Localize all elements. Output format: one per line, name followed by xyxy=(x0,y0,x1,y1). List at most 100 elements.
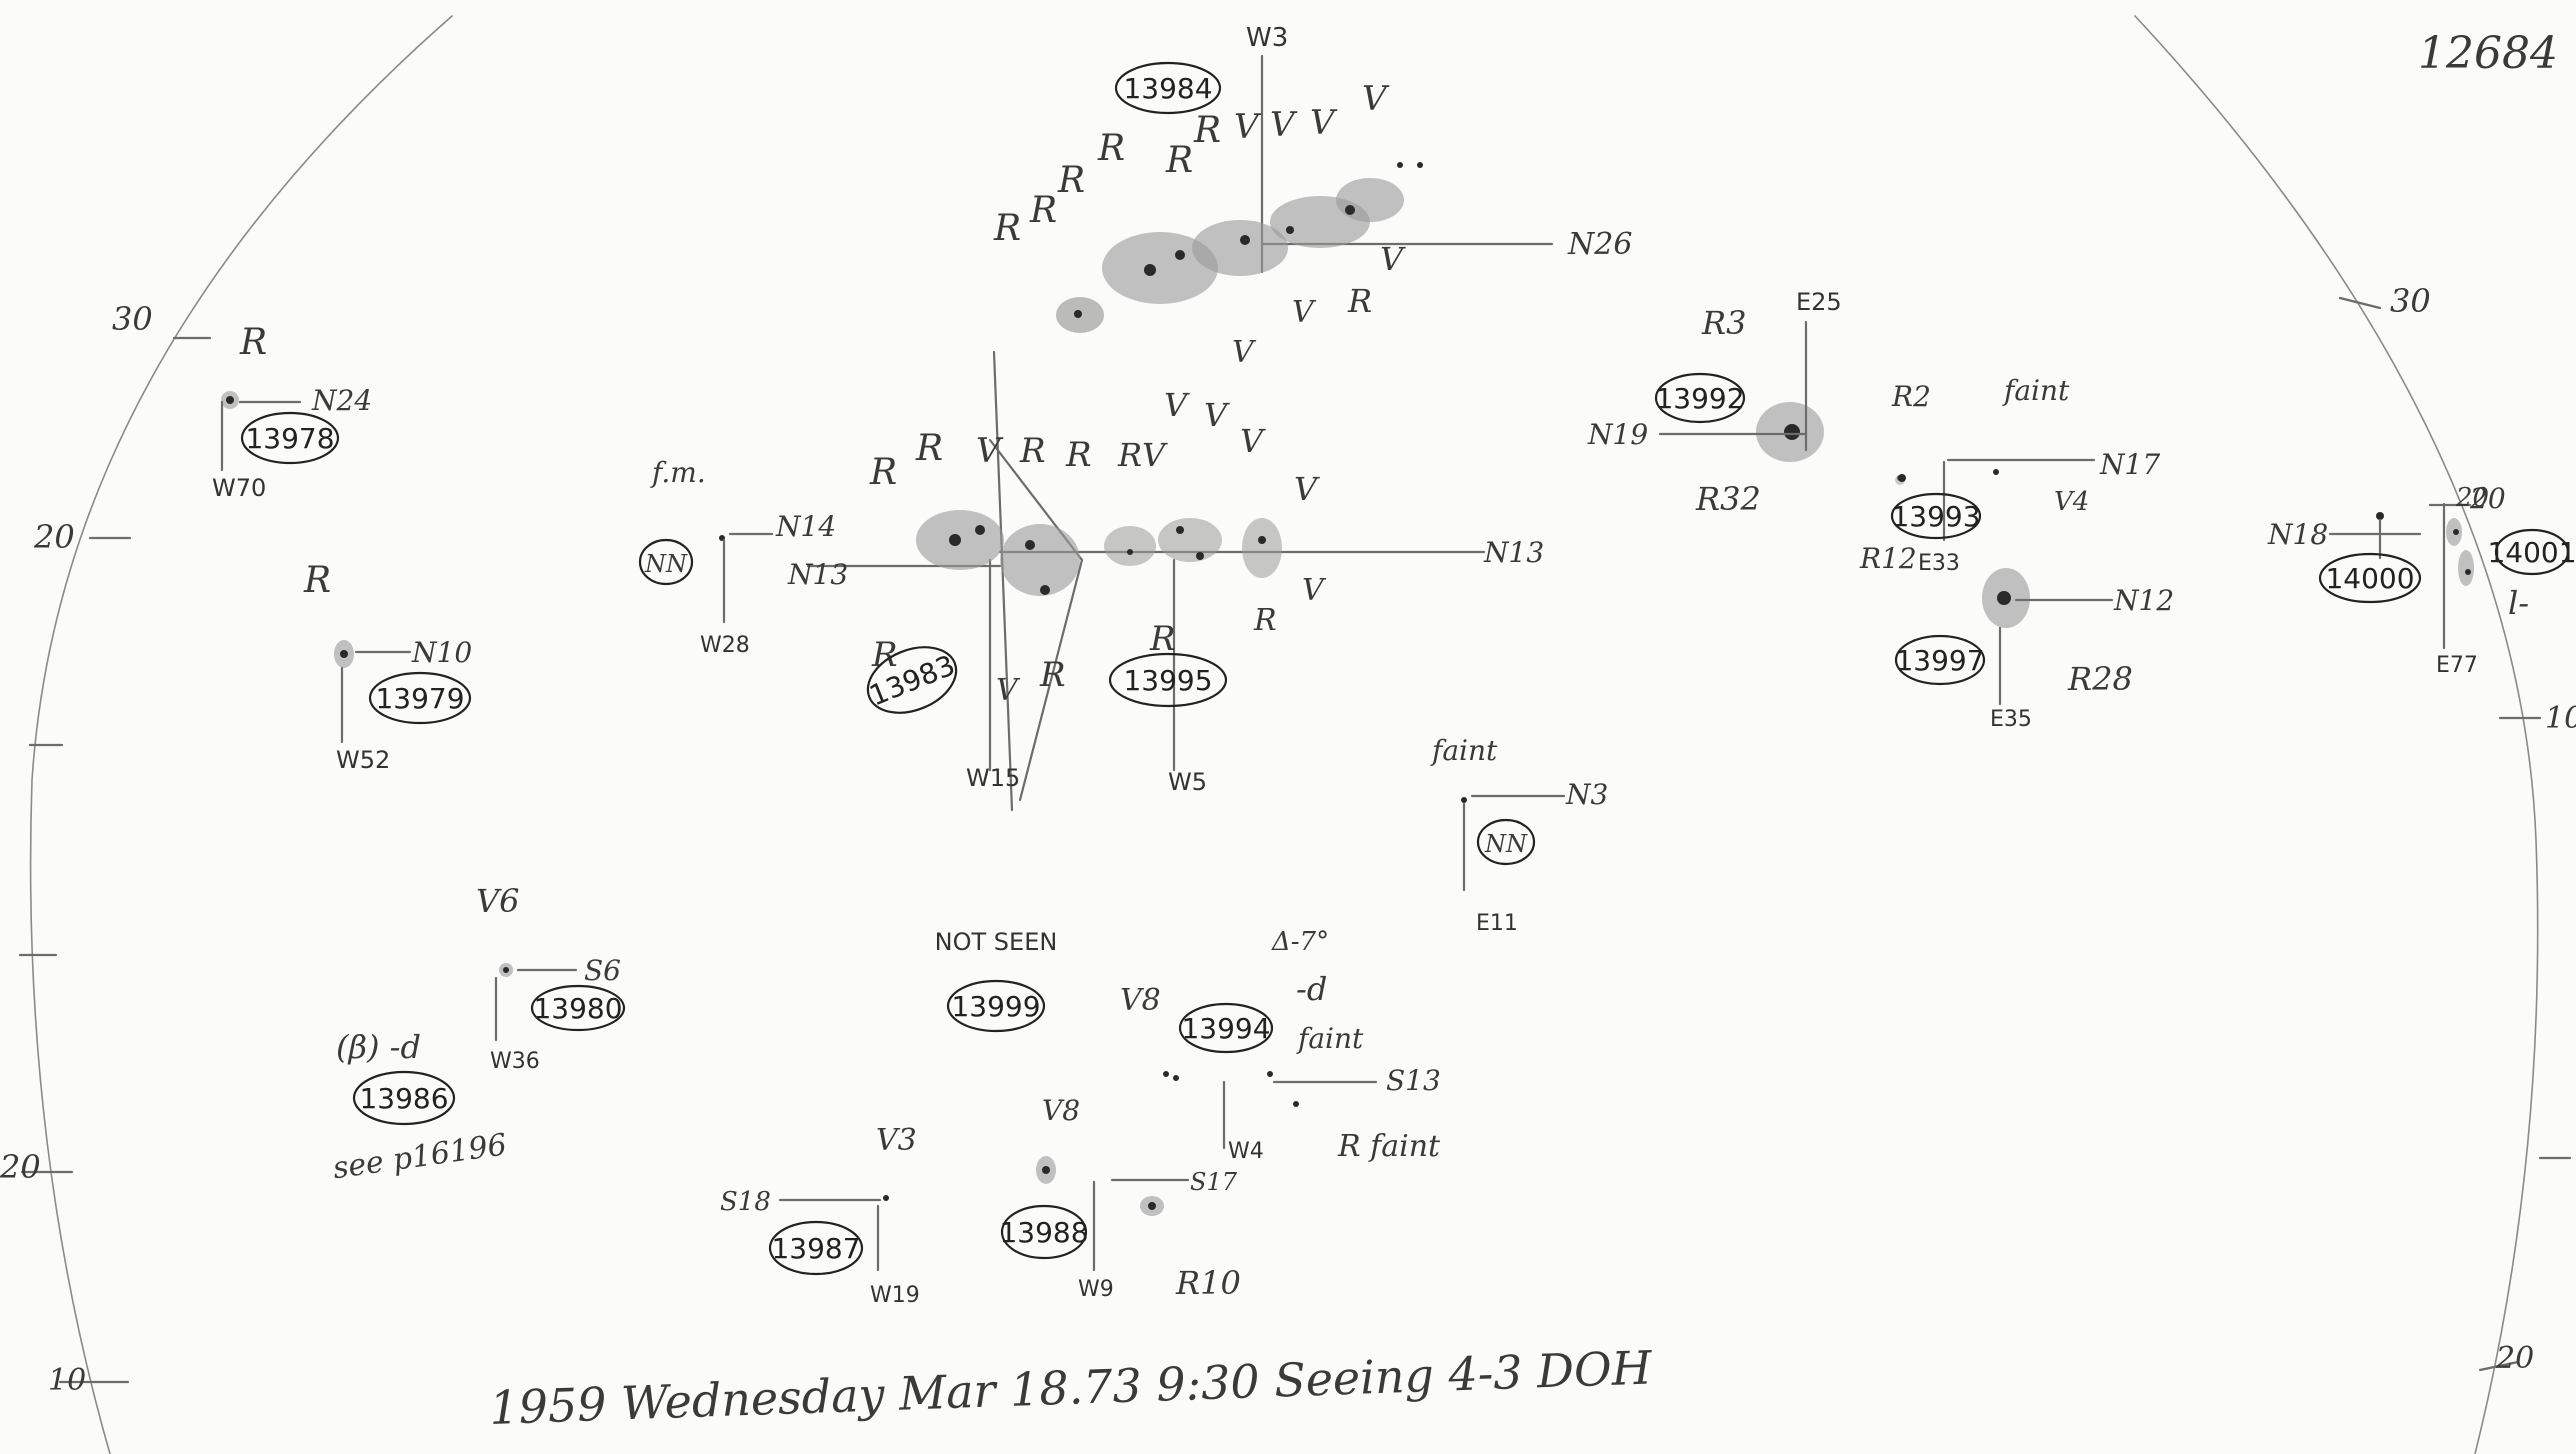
label-r32: R32 xyxy=(1695,480,1761,518)
polarity-v-10: V xyxy=(1164,386,1190,424)
label-20-14001: 20 xyxy=(2455,483,2489,513)
region-13984: W3 N26 13984 R R R R R R V V V V V R V V xyxy=(993,23,1632,370)
label-w15: W15 xyxy=(966,764,1020,792)
label-fm: f.m. xyxy=(650,456,706,489)
region-number-13994: 13994 xyxy=(1181,1012,1270,1045)
polarity-v-15: V xyxy=(996,673,1021,708)
region-oval-13984 xyxy=(1114,61,1222,115)
polarity-r-13: R xyxy=(1253,603,1277,638)
polarity-v-2: V xyxy=(1270,105,1298,145)
polarity-r-12: R xyxy=(1117,436,1142,474)
limb-ticks-left xyxy=(18,336,212,1384)
label-faint-nn: faint xyxy=(1430,734,1498,767)
region-number-14001: 14001 xyxy=(2487,536,2576,569)
label-not-seen: NOT SEEN xyxy=(935,928,1058,956)
label-n13-left: N13 xyxy=(787,558,848,591)
label-v8b: V8 xyxy=(1042,1094,1080,1127)
label-n13-right: N13 xyxy=(1483,536,1544,569)
label-r10: R10 xyxy=(1175,1264,1241,1302)
region-13978: R N24 W70 13978 xyxy=(212,322,372,502)
region-oval-14001 xyxy=(2494,528,2570,576)
label-w52: W52 xyxy=(336,746,390,774)
region-number-13986: 13986 xyxy=(359,1082,448,1115)
region-number-13992: 13992 xyxy=(1655,382,1744,415)
limb-mark-30-right: 30 xyxy=(2390,282,2431,320)
label-r3: R3 xyxy=(1701,304,1746,342)
region-nn-fm: f.m. N14 W28 NN xyxy=(638,456,836,658)
solar-limb-left xyxy=(29,15,453,1454)
label-w70: W70 xyxy=(212,474,266,502)
label-v8a: V8 xyxy=(1120,983,1161,1018)
polarity-v-12: V xyxy=(1240,422,1266,460)
label-s17: S17 xyxy=(1190,1168,1238,1196)
label-w28: W28 xyxy=(700,633,750,658)
label-r-13978: R xyxy=(239,322,267,363)
limb-mark-20-right: 20 xyxy=(2469,482,2506,515)
region-oval-13999 xyxy=(946,979,1046,1033)
label-v6: V6 xyxy=(476,882,519,920)
limb-mark-20-left: 20 xyxy=(33,518,75,556)
label-e77: E77 xyxy=(2436,653,2478,678)
region-13988: V8 S17 W9 R10 13988 xyxy=(999,1094,1240,1302)
limb-mark-20-lower-right: 20 xyxy=(2495,1341,2534,1376)
label-n14: N14 xyxy=(775,510,836,543)
label-s18: S18 xyxy=(720,1187,771,1217)
region-14000-14001: N18 20 E77 l- 14000 14001 xyxy=(2267,483,2576,678)
region-oval-13979 xyxy=(368,671,472,725)
label-n12: N12 xyxy=(2113,584,2174,617)
region-oval-13993 xyxy=(1890,492,1982,540)
region-number-13979: 13979 xyxy=(375,682,464,715)
polarity-v-1: V xyxy=(1234,107,1262,147)
limb-mark-20-lower-left: 20 xyxy=(0,1148,41,1186)
label-v4: V4 xyxy=(2054,487,2089,517)
region-nn-faint: faint N3 E11 NN xyxy=(1430,734,1608,936)
region-13979: R N10 W52 13979 xyxy=(303,560,472,774)
label-delta: Δ-7° xyxy=(1271,927,1329,957)
region-oval-13983 xyxy=(866,646,958,714)
polarity-r-10: R xyxy=(1019,431,1046,471)
label-n19: N19 xyxy=(1587,418,1648,451)
polarity-r-6: R xyxy=(1193,110,1221,151)
region-13983-13995: N13 N13 W15 W5 R R V R R R V V V V V V R… xyxy=(787,350,1544,812)
region-oval-13995 xyxy=(1108,652,1228,708)
polarity-r-14: R xyxy=(1149,619,1176,659)
label-beta-d: (β) -d xyxy=(336,1028,421,1066)
label-e35: E35 xyxy=(1990,707,2032,732)
polarity-v-14: V xyxy=(1302,573,1327,608)
label-n24: N24 xyxy=(311,384,372,417)
region-number-13984: 13984 xyxy=(1123,72,1212,105)
polarity-v-13: V xyxy=(1294,470,1320,508)
region-oval-14000 xyxy=(2318,552,2422,604)
label-n3: N3 xyxy=(1565,778,1608,811)
region-number-13988: 13988 xyxy=(999,1216,1088,1249)
region-13999: NOT SEEN 13999 xyxy=(935,928,1058,1033)
label-w36: W36 xyxy=(490,1049,540,1074)
polarity-v-6: V xyxy=(1292,295,1317,330)
label-w4: W4 xyxy=(1228,1139,1264,1164)
region-number-nn-2: NN xyxy=(1484,830,1528,858)
label-e33: E33 xyxy=(1918,551,1960,576)
region-13986: (β) -d 13986 see p16196 xyxy=(331,1028,509,1186)
polarity-r-3: R xyxy=(1057,160,1085,201)
label-s6: S6 xyxy=(584,954,621,987)
label-s13: S13 xyxy=(1386,1064,1441,1097)
polarity-r-1: R xyxy=(993,208,1021,249)
region-oval-13986 xyxy=(352,1070,456,1126)
region-oval-13992 xyxy=(1654,372,1746,424)
polarity-r-11: R xyxy=(1065,435,1092,475)
region-number-nn-1: NN xyxy=(644,550,688,578)
limb-ticks-right xyxy=(2338,296,2572,1372)
region-oval-nn-1 xyxy=(638,538,694,586)
limb-mark-bottom-left: 10 xyxy=(48,1363,86,1398)
region-13993: R2 faint N17 V4 R12 E33 13993 xyxy=(1859,374,2160,576)
region-oval-13978 xyxy=(240,411,340,465)
region-number-13978: 13978 xyxy=(245,422,334,455)
label-see-ref: see p16196 xyxy=(331,1127,509,1186)
limb-mark-30-left: 30 xyxy=(112,300,153,338)
limb-mark-10-right: 10 xyxy=(2545,701,2576,736)
label-faint-13993: faint xyxy=(2002,374,2070,407)
polarity-v-8: V xyxy=(976,431,1004,471)
label-e25: E25 xyxy=(1796,288,1842,316)
